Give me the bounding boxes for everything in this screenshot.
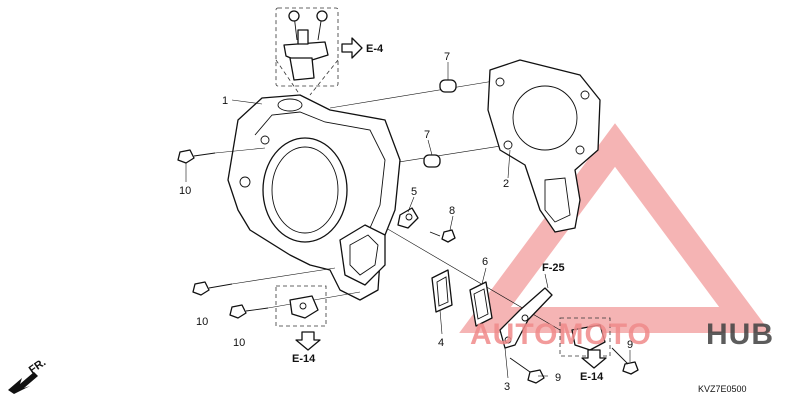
bolt-9-lower <box>509 357 545 384</box>
clamp-right <box>559 317 611 357</box>
callout-8: 8 <box>449 205 455 217</box>
callout-6: 6 <box>482 256 488 268</box>
callout-10: 10 <box>196 316 208 328</box>
dowel-pin-lower <box>423 154 441 168</box>
callout-4: 4 <box>438 337 444 349</box>
catalog-code: KVZ7E0500 <box>698 384 747 394</box>
dowel-pin-upper <box>439 79 457 93</box>
f25-leader <box>544 273 549 289</box>
reed-gasket-4 <box>431 269 453 313</box>
clamp-left <box>275 285 327 327</box>
callout-9: 9 <box>555 372 561 384</box>
reference-e14-right: E-14 <box>580 371 604 383</box>
reference-f25: F-25 <box>542 262 565 274</box>
arrow-down-icon <box>581 349 607 369</box>
reference-e14-left: E-14 <box>292 353 316 365</box>
bolt-9-right <box>611 347 639 375</box>
callout-10: 10 <box>179 185 191 197</box>
callout-5: 5 <box>411 186 417 198</box>
bracket-3 <box>499 287 553 349</box>
sensor-bracket <box>397 207 419 229</box>
callout-1: 1 <box>222 95 228 107</box>
reed-plate-6 <box>469 281 493 327</box>
reference-e4: E-4 <box>366 43 384 55</box>
bolt-8 <box>429 229 456 243</box>
callout-2: 2 <box>503 178 509 190</box>
cylinder <box>227 94 401 301</box>
callout-7: 7 <box>424 129 430 141</box>
direction-label: FR. <box>27 356 48 376</box>
callout-7: 7 <box>444 51 450 63</box>
callout-10: 10 <box>233 337 245 349</box>
watermark-logo <box>459 123 771 333</box>
watermark-text: AUTOMOTO HUB <box>470 318 774 351</box>
bolt-upper-left <box>177 147 266 164</box>
direction-arrow-icon <box>8 372 38 394</box>
callout-9: 9 <box>627 339 633 351</box>
tensioner-lifter <box>275 7 339 96</box>
bolt-lower-left <box>192 267 336 296</box>
arrow-down-icon <box>295 331 321 351</box>
callout-leaders <box>185 62 631 379</box>
cylinder-gasket <box>487 59 601 233</box>
watermark-text-right: HUB <box>706 318 774 351</box>
watermark-text-left: AUTOMOTO <box>470 318 652 351</box>
arrow-right-icon <box>341 37 363 59</box>
callout-3: 3 <box>504 381 510 393</box>
